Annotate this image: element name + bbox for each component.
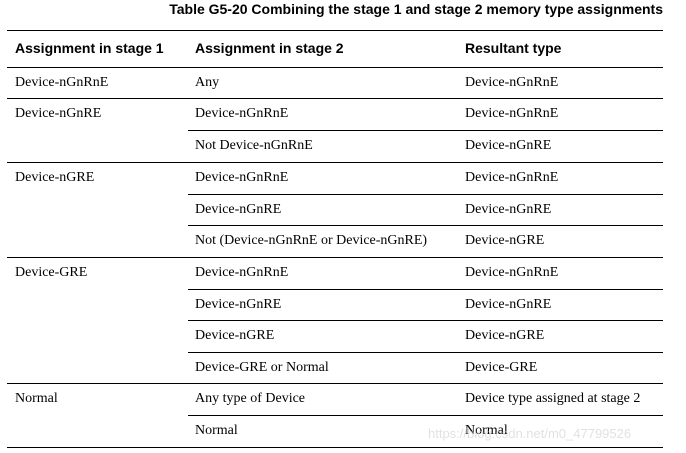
header-stage2: Assignment in stage 2 — [195, 40, 344, 56]
cell-result: Device-nGRE — [465, 328, 545, 343]
cell-result: Device-nGnRE — [465, 138, 552, 153]
cell-result: Device-nGnRnE — [465, 265, 559, 280]
cell-stage2: Device-nGnRnE — [195, 170, 289, 185]
row-divider — [188, 130, 663, 131]
row-divider — [188, 194, 663, 195]
cell-stage2: Device-nGnRE — [195, 297, 282, 312]
cell-stage2: Device-nGRE — [195, 328, 275, 343]
cell-stage2: Device-nGnRnE — [195, 265, 289, 280]
row-divider — [188, 415, 663, 416]
cell-result: Device-nGnRnE — [465, 106, 559, 121]
cell-stage2: Any — [195, 75, 220, 90]
cell-result: Device-nGnRE — [465, 202, 552, 217]
cell-result: Device-GRE — [465, 360, 538, 375]
cell-result: Device-nGnRnE — [465, 170, 559, 185]
cell-result: Device-nGnRnE — [465, 75, 559, 90]
row-divider — [188, 320, 663, 321]
row-divider — [7, 162, 663, 163]
cell-stage1: Device-GRE — [15, 265, 88, 280]
row-divider — [188, 352, 663, 353]
cell-stage2: Device-nGnRnE — [195, 106, 289, 121]
watermark: https://blog.csdn.net/m0_47799526 — [428, 426, 632, 441]
cell-stage1: Device-nGnRE — [15, 106, 102, 121]
table-top-rule — [7, 30, 663, 31]
cell-result: Device type assigned at stage 2 — [465, 391, 641, 406]
cell-stage1: Device-nGRE — [15, 170, 95, 185]
cell-result: Normal — [465, 423, 508, 438]
cell-stage2: Any type of Device — [195, 391, 306, 406]
cell-stage1: Normal — [15, 391, 58, 406]
table-caption: Table G5-20 Combining the stage 1 and st… — [169, 1, 663, 17]
cell-stage2: Normal — [195, 423, 238, 438]
header-stage1: Assignment in stage 1 — [15, 40, 164, 56]
table-bottom-rule — [7, 447, 663, 448]
cell-result: Device-nGRE — [465, 233, 545, 248]
cell-stage2: Not Device-nGnRnE — [195, 138, 313, 153]
cell-result: Device-nGnRE — [465, 297, 552, 312]
cell-stage2: Device-nGnRE — [195, 202, 282, 217]
cell-stage2: Not (Device-nGnRnE or Device-nGnRE) — [195, 233, 428, 248]
row-divider — [7, 257, 663, 258]
row-divider — [188, 225, 663, 226]
cell-stage1: Device-nGnRnE — [15, 75, 109, 90]
row-divider — [7, 98, 663, 99]
header-bottom-rule — [7, 67, 663, 68]
header-resultant-type: Resultant type — [465, 40, 562, 56]
row-divider — [188, 289, 663, 290]
cell-stage2: Device-GRE or Normal — [195, 360, 329, 375]
row-divider — [7, 383, 663, 384]
